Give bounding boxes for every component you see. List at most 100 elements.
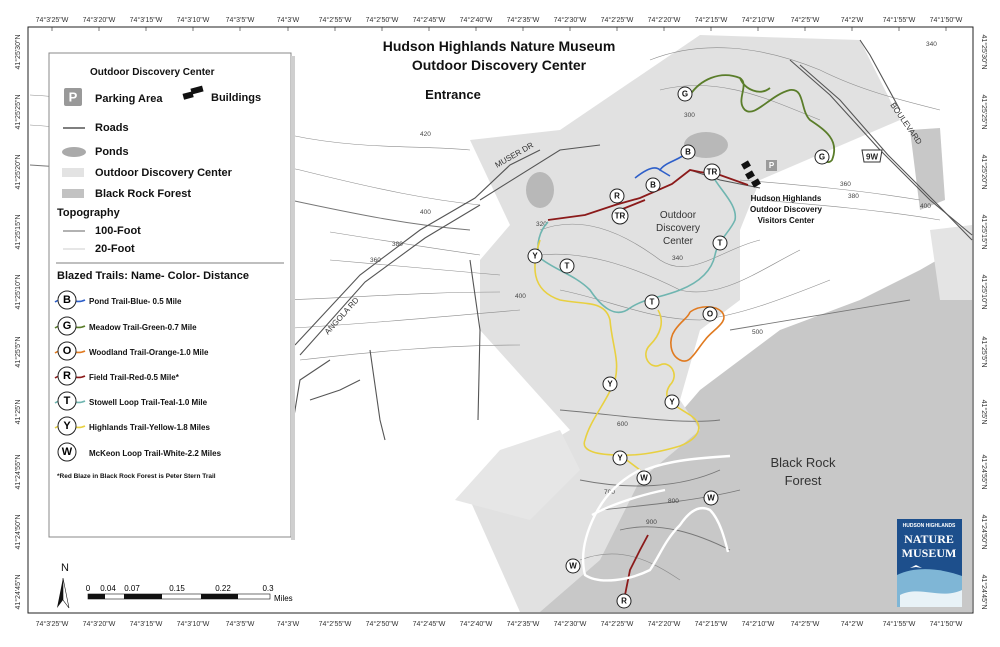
svg-text:Outdoor Discovery Center: Outdoor Discovery Center <box>95 167 233 179</box>
svg-text:HUDSON HIGHLANDS: HUDSON HIGHLANDS <box>903 523 956 529</box>
svg-text:74°1'55"W: 74°1'55"W <box>883 620 916 628</box>
svg-text:Buildings: Buildings <box>211 92 261 104</box>
svg-text:O: O <box>707 310 713 319</box>
svg-text:74°3'20"W: 74°3'20"W <box>83 16 116 24</box>
svg-text:Woodland Trail-Orange-1.0 Mile: Woodland Trail-Orange-1.0 Mile <box>89 348 209 357</box>
contour-label: 900 <box>646 519 657 526</box>
pond-left <box>526 172 554 208</box>
legend-parking-row: P Parking Area Buildings <box>64 85 261 106</box>
topography-heading: Topography <box>57 207 121 219</box>
svg-text:W: W <box>569 562 577 571</box>
svg-text:Roads: Roads <box>95 122 129 134</box>
legend-trail-teal: T Stowell Loop Trail-Teal-1.0 Mile <box>54 391 208 411</box>
marker-r-1: R <box>609 188 625 204</box>
trail-markers: G G B B R TR TR T T T Y O Y Y Y W W W R <box>527 86 830 609</box>
svg-text:74°2'20"W: 74°2'20"W <box>648 16 681 24</box>
svg-text:74°3'25"W: 74°3'25"W <box>36 16 69 24</box>
svg-text:Y: Y <box>617 454 623 463</box>
svg-text:McKeon Loop Trail-White-2.2 Mi: McKeon Loop Trail-White-2.2 Miles <box>89 449 222 458</box>
marker-w-2: W <box>703 490 719 506</box>
svg-text:41°25'5"N: 41°25'5"N <box>980 336 988 367</box>
svg-text:41°24'50"N: 41°24'50"N <box>980 514 988 549</box>
svg-text:T: T <box>64 395 71 407</box>
svg-text:Stowell Loop Trail-Teal-1.0 Mi: Stowell Loop Trail-Teal-1.0 Mile <box>89 398 208 407</box>
legend-trail-white: W McKeon Loop Trail-White-2.2 Miles <box>57 442 222 462</box>
svg-text:41°24'55"N: 41°24'55"N <box>980 454 988 489</box>
svg-text:74°2'30"W: 74°2'30"W <box>554 620 587 628</box>
contour-label: 300 <box>684 112 695 119</box>
svg-text:0.3: 0.3 <box>262 584 274 593</box>
contour-label: 320 <box>536 221 547 228</box>
parking-icon: P <box>69 90 78 105</box>
svg-text:100-Foot: 100-Foot <box>95 225 141 237</box>
marker-b-1: B <box>680 144 696 160</box>
svg-text:74°1'55"W: 74°1'55"W <box>883 16 916 24</box>
north-arrow: N <box>57 562 70 609</box>
svg-text:Y: Y <box>63 420 71 432</box>
svg-text:74°2'25"W: 74°2'25"W <box>601 16 634 24</box>
svg-text:74°2'15"W: 74°2'15"W <box>695 16 728 24</box>
marker-o-1: O <box>702 306 718 322</box>
svg-text:O: O <box>63 345 72 357</box>
marker-t-2: T <box>559 258 575 274</box>
svg-text:74°2'5"W: 74°2'5"W <box>791 16 820 24</box>
svg-text:74°3'20"W: 74°3'20"W <box>83 620 116 628</box>
legend-trail-blue: B Pond Trail-Blue- 0.5 Mile <box>54 290 182 310</box>
svg-text:74°2'10"W: 74°2'10"W <box>742 620 775 628</box>
svg-text:Meadow Trail-Green-0.7 Mile: Meadow Trail-Green-0.7 Mile <box>89 323 197 332</box>
svg-text:0.22: 0.22 <box>215 584 231 593</box>
svg-text:TR: TR <box>615 212 626 221</box>
svg-text:B: B <box>685 148 691 157</box>
legend-black-rock-row: Black Rock Forest <box>62 188 191 200</box>
svg-text:G: G <box>682 90 688 99</box>
visitors-center-label: Hudson Highlands Outdoor Discovery Visit… <box>750 194 823 225</box>
contour-label: 800 <box>668 498 679 505</box>
svg-text:74°3'10"W: 74°3'10"W <box>177 620 210 628</box>
legend-trail-red: R Field Trail-Red-0.5 Mile* <box>54 366 180 386</box>
svg-text:74°2'15"W: 74°2'15"W <box>695 620 728 628</box>
svg-text:74°2'50"W: 74°2'50"W <box>366 620 399 628</box>
title-line-2: Outdoor Discovery Center <box>412 57 587 73</box>
marker-g-2: G <box>814 149 830 165</box>
title-line-1: Hudson Highlands Nature Museum <box>383 38 616 54</box>
contour-label: 340 <box>672 255 683 262</box>
contour-label: 380 <box>848 193 859 200</box>
left-coordinates: 41°25'30"N 41°25'25"N 41°25'20"N 41°25'1… <box>14 34 22 609</box>
svg-text:B: B <box>650 181 656 190</box>
svg-text:74°2'45"W: 74°2'45"W <box>413 620 446 628</box>
orange-trail <box>670 305 725 362</box>
contour-label: 340 <box>926 41 937 48</box>
svg-text:TR: TR <box>707 168 718 177</box>
buildings-icon <box>182 85 204 100</box>
svg-text:Highlands Trail-Yellow-1.8 Mil: Highlands Trail-Yellow-1.8 Miles <box>89 423 210 432</box>
odc-area-label: Outdoor Discovery Center <box>656 210 700 247</box>
svg-text:41°25'5"N: 41°25'5"N <box>14 336 22 367</box>
svg-text:41°25'30"N: 41°25'30"N <box>14 34 22 69</box>
svg-text:41°25'15"N: 41°25'15"N <box>980 214 988 249</box>
svg-text:74°2'35"W: 74°2'35"W <box>507 16 540 24</box>
svg-text:74°2'10"W: 74°2'10"W <box>742 16 775 24</box>
legend-footnote: *Red Blaze in Black Rock Forest is Peter… <box>57 473 216 480</box>
svg-text:74°2'30"W: 74°2'30"W <box>554 16 587 24</box>
svg-text:0.04: 0.04 <box>100 584 116 593</box>
svg-text:Y: Y <box>532 252 538 261</box>
nature-museum-logo: HUDSON HIGHLANDS NATURE MUSEUM <box>897 519 962 607</box>
svg-text:74°3'15"W: 74°3'15"W <box>130 16 163 24</box>
svg-text:Black Rock Forest: Black Rock Forest <box>95 188 191 200</box>
svg-text:74°3'W: 74°3'W <box>277 620 300 628</box>
svg-text:0: 0 <box>86 584 91 593</box>
svg-text:74°2'W: 74°2'W <box>841 16 864 24</box>
svg-text:Parking Area: Parking Area <box>95 93 163 105</box>
entrance-label: Entrance <box>425 87 481 102</box>
contour-label: 500 <box>752 329 763 336</box>
right-coordinates: 41°25'30"N 41°25'25"N 41°25'20"N 41°25'1… <box>980 34 988 609</box>
svg-text:Discovery: Discovery <box>656 223 700 234</box>
map-title: Hudson Highlands Nature Museum Outdoor D… <box>383 38 616 102</box>
svg-text:W: W <box>640 474 648 483</box>
svg-text:74°2'45"W: 74°2'45"W <box>413 16 446 24</box>
red-trail-lower <box>624 534 649 596</box>
blue-trail <box>634 151 689 179</box>
contour-label: 400 <box>515 293 526 300</box>
svg-text:Black Rock: Black Rock <box>770 455 836 470</box>
black-rock-forest-label: Black Rock Forest <box>770 455 836 488</box>
